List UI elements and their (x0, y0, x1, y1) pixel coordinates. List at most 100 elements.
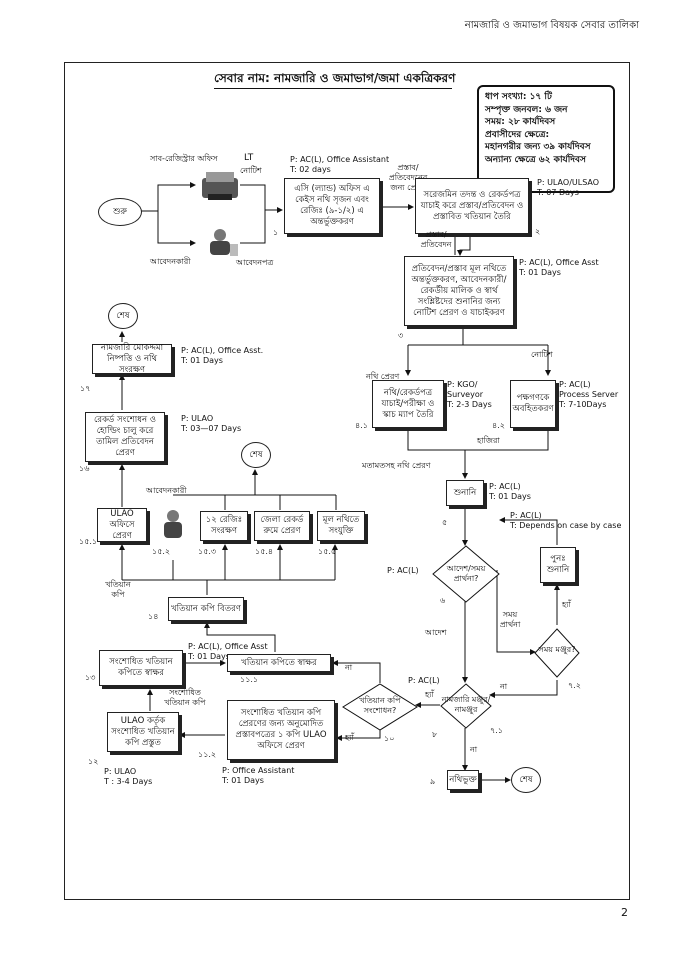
person-step4-1: P: KGO/ Surveyor T: 2-3 Days (447, 380, 492, 409)
registry-office-picture (198, 168, 242, 202)
step-1-box: এসি (ল্যান্ড) অফিস এ কেইস নথি সৃজন এবং র… (284, 178, 380, 234)
label-order: আদেশ (425, 628, 447, 637)
person-step11-2: P: Office Assistant T: 01 Days (222, 766, 295, 785)
person-step1: P: AC(L), Office Assistant T: 02 days (290, 155, 390, 174)
step-10-label: খতিয়ান কপি সংশোধন? (359, 696, 401, 715)
end-oval-top: শেষ (108, 303, 138, 329)
label-opinion-file: মতামতসহ নথি প্রেরণ (362, 461, 431, 470)
step-4-2-box: পক্ষগণকে অবহিতকরণ (510, 380, 556, 428)
label-applicant2: আবেদনকারী (146, 486, 187, 495)
step-7-1-label: নামজারি মঞ্জুর/নামঞ্জুর (441, 695, 491, 714)
end-oval-final: শেষ (511, 767, 541, 793)
start-oval: শুরু (98, 198, 142, 226)
service-info-box: ধাপ সংখ্যা: ১৭ টি সম্পৃক্ত জনবল: ৬ জন সম… (477, 85, 615, 193)
page-frame (64, 62, 630, 900)
info-other: অন্যান্য ক্ষেত্রে ৬২ কার্যদিবস (485, 154, 586, 165)
step-11-2-box: সংশোধিত খতিয়ান কপি প্রেরণের জন্য অনুমোদ… (227, 700, 335, 760)
step-7-2-label: সময় মঞ্জুর? (538, 645, 576, 654)
step-15-1-box: ULAO অফিসে প্রেরণ (97, 508, 147, 542)
page-title: সেবার নাম: নামজারি ও জমাভাগ/জমা একত্রিকর… (214, 71, 456, 85)
label-khatian-copy: খতিয়ান কপি (105, 580, 131, 599)
person-step17: P: AC(L), Office Asst. T: 01 Days (181, 346, 264, 365)
person-step2: P: ULAO/ULSAO T: 07 Days (537, 178, 600, 197)
step-7-2-diamond (534, 628, 580, 678)
label-amended-khatian: সংশোধিত খতিয়ান কপি (164, 688, 206, 707)
step-13-number: ১৩ (85, 673, 96, 682)
label-lt: LT (244, 153, 254, 163)
step-9-box: নথিভুক্ত (447, 770, 479, 790)
step-8-number: ৮ (432, 730, 438, 739)
step-17-box: নামজারি মোকদ্দমা নিষ্পত্তি ও নথি সংরক্ষণ (92, 343, 172, 375)
step-7-1-diamond (440, 683, 492, 729)
step-14-box: খতিয়ান কপি বিতরণ (168, 597, 244, 621)
label-notice: নোটিশ (240, 166, 262, 175)
step-15-3-box: ১২ রেজিঃ সংরক্ষণ (200, 511, 248, 541)
info-time: সময়: ২৮ কার্যদিবস (485, 117, 556, 127)
step-4-1-box: নথি/রেকর্ডপত্র যাচাই/পরীক্ষা ও স্কাচ ম্য… (372, 380, 444, 428)
label-no-7-1: না (470, 745, 478, 754)
step-16-number: ১৬ (79, 464, 90, 473)
step-15-5-box: মূল নথিতে সংযুক্তি (317, 511, 365, 541)
step-10-diamond (342, 683, 418, 731)
person-step16: P: ULAO T: 03—07 Days (181, 414, 242, 433)
label-time-prayer: সময় প্রার্থনা (499, 610, 521, 629)
info-staff: সম্পৃক্ত জনবল: ৬ জন (485, 104, 568, 115)
step-11-1-number: ১১.১ (240, 675, 259, 684)
step-15-4-number: ১৫.৪ (255, 547, 274, 556)
step-6-diamond (432, 545, 500, 603)
step-17-number: ১৭ (80, 384, 91, 393)
label-yes-rehear: হ্যাঁ (562, 600, 571, 609)
step-9-number: ৯ (430, 777, 436, 786)
label-applicant: আবেদনকারী (150, 257, 191, 266)
label-sub-registry: সাব-রেজিস্ট্রার অফিস (150, 154, 218, 163)
step-15-1-number: ১৫.১ (79, 537, 98, 546)
label-yes-10: হ্যাঁ (345, 733, 354, 742)
step-7-1-number: ৭.১ (490, 726, 503, 735)
label-yes-7-1: হ্যাঁ (425, 690, 434, 699)
step-13-box: সংশোধিত খতিয়ান কপিতে স্বাক্ষর (99, 650, 183, 686)
label-proposal-report: প্রস্তাব/ প্রতিবেদন (420, 230, 452, 249)
applicant-picture-2 (158, 508, 190, 542)
step-15-3-number: ১৫.৩ (198, 547, 217, 556)
label-notice2: নোটিশ (531, 350, 553, 359)
info-steps: ধাপ সংখ্যা: ১৭ টি (485, 92, 552, 102)
person-step12: P: ULAO T : 3-4 Days (104, 767, 153, 786)
label-no-10: না (345, 663, 353, 672)
person-step3: P: AC(L), Office Asst T: 01 Days (519, 258, 599, 277)
step-12-number: ১২ (88, 757, 99, 766)
step-5-number: ৫ (442, 518, 448, 527)
step-6-label: আদেশ/সময় প্রার্থনা? (446, 564, 486, 583)
step-2-number: ২ (535, 227, 541, 236)
label-file-send: নথি প্রেরণ (366, 372, 400, 381)
step-6-number: ৬ (440, 596, 446, 605)
person-step5: P: AC(L) T: 01 Days (489, 482, 531, 501)
label-no-7-2: না (500, 682, 508, 691)
step-16-box: রেকর্ড সংশোধন ও হোল্ডিং চালু করে তামিল প… (85, 412, 165, 462)
person-step7-1: P: AC(L) (408, 676, 440, 685)
step-12-box: ULAO কর্তৃক সংশোধিত খতিয়ান কপি প্রস্তুত (107, 712, 179, 752)
info-metro: মহানগরীর জন্য ৩৯ কার্যদিবস (485, 142, 591, 152)
step-3-number: ৩ (398, 331, 404, 340)
step-11-2-number: ১১.২ (198, 750, 217, 759)
info-expat: প্রবাসীদের ক্ষেত্রে: (485, 129, 550, 140)
step-5-box: শুনানি (446, 480, 484, 506)
person-step4-2: P: AC(L) Process Server T: 7-10Days (559, 380, 619, 409)
step-10-number: ১০ (384, 734, 395, 743)
page-header: নামজারি ও জমাভাগ বিষয়ক সেবার তালিকা (464, 20, 639, 31)
end-oval-middle: শেষ (241, 442, 271, 468)
person-step11-1: P: AC(L), Office Asst T: 01 Days (188, 642, 268, 661)
page-number: 2 (621, 906, 628, 919)
label-application: আবেদনপত্র (236, 258, 274, 267)
step-14-number: ১৪ (148, 612, 159, 621)
step-15-4-box: জেলা রেকর্ড রুমে প্রেরণ (254, 511, 310, 541)
step-1-number: ১ (273, 228, 279, 237)
step-3-box: প্রতিবেদন/প্রস্তাব মূল নথিতে অন্তর্ভুক্ত… (404, 256, 514, 326)
applicant-picture (200, 226, 242, 258)
label-hearing: হাজিরা (477, 436, 500, 445)
step-4-1-number: ৪.১ (355, 421, 368, 430)
title-underline (214, 88, 452, 89)
person-step6: P: AC(L) (387, 566, 419, 575)
step-2-box: সরেজমিন তদন্ত ও রেকর্ডপত্র যাচাই করে প্র… (415, 178, 529, 234)
step-4-2-number: ৪.২ (492, 421, 505, 430)
